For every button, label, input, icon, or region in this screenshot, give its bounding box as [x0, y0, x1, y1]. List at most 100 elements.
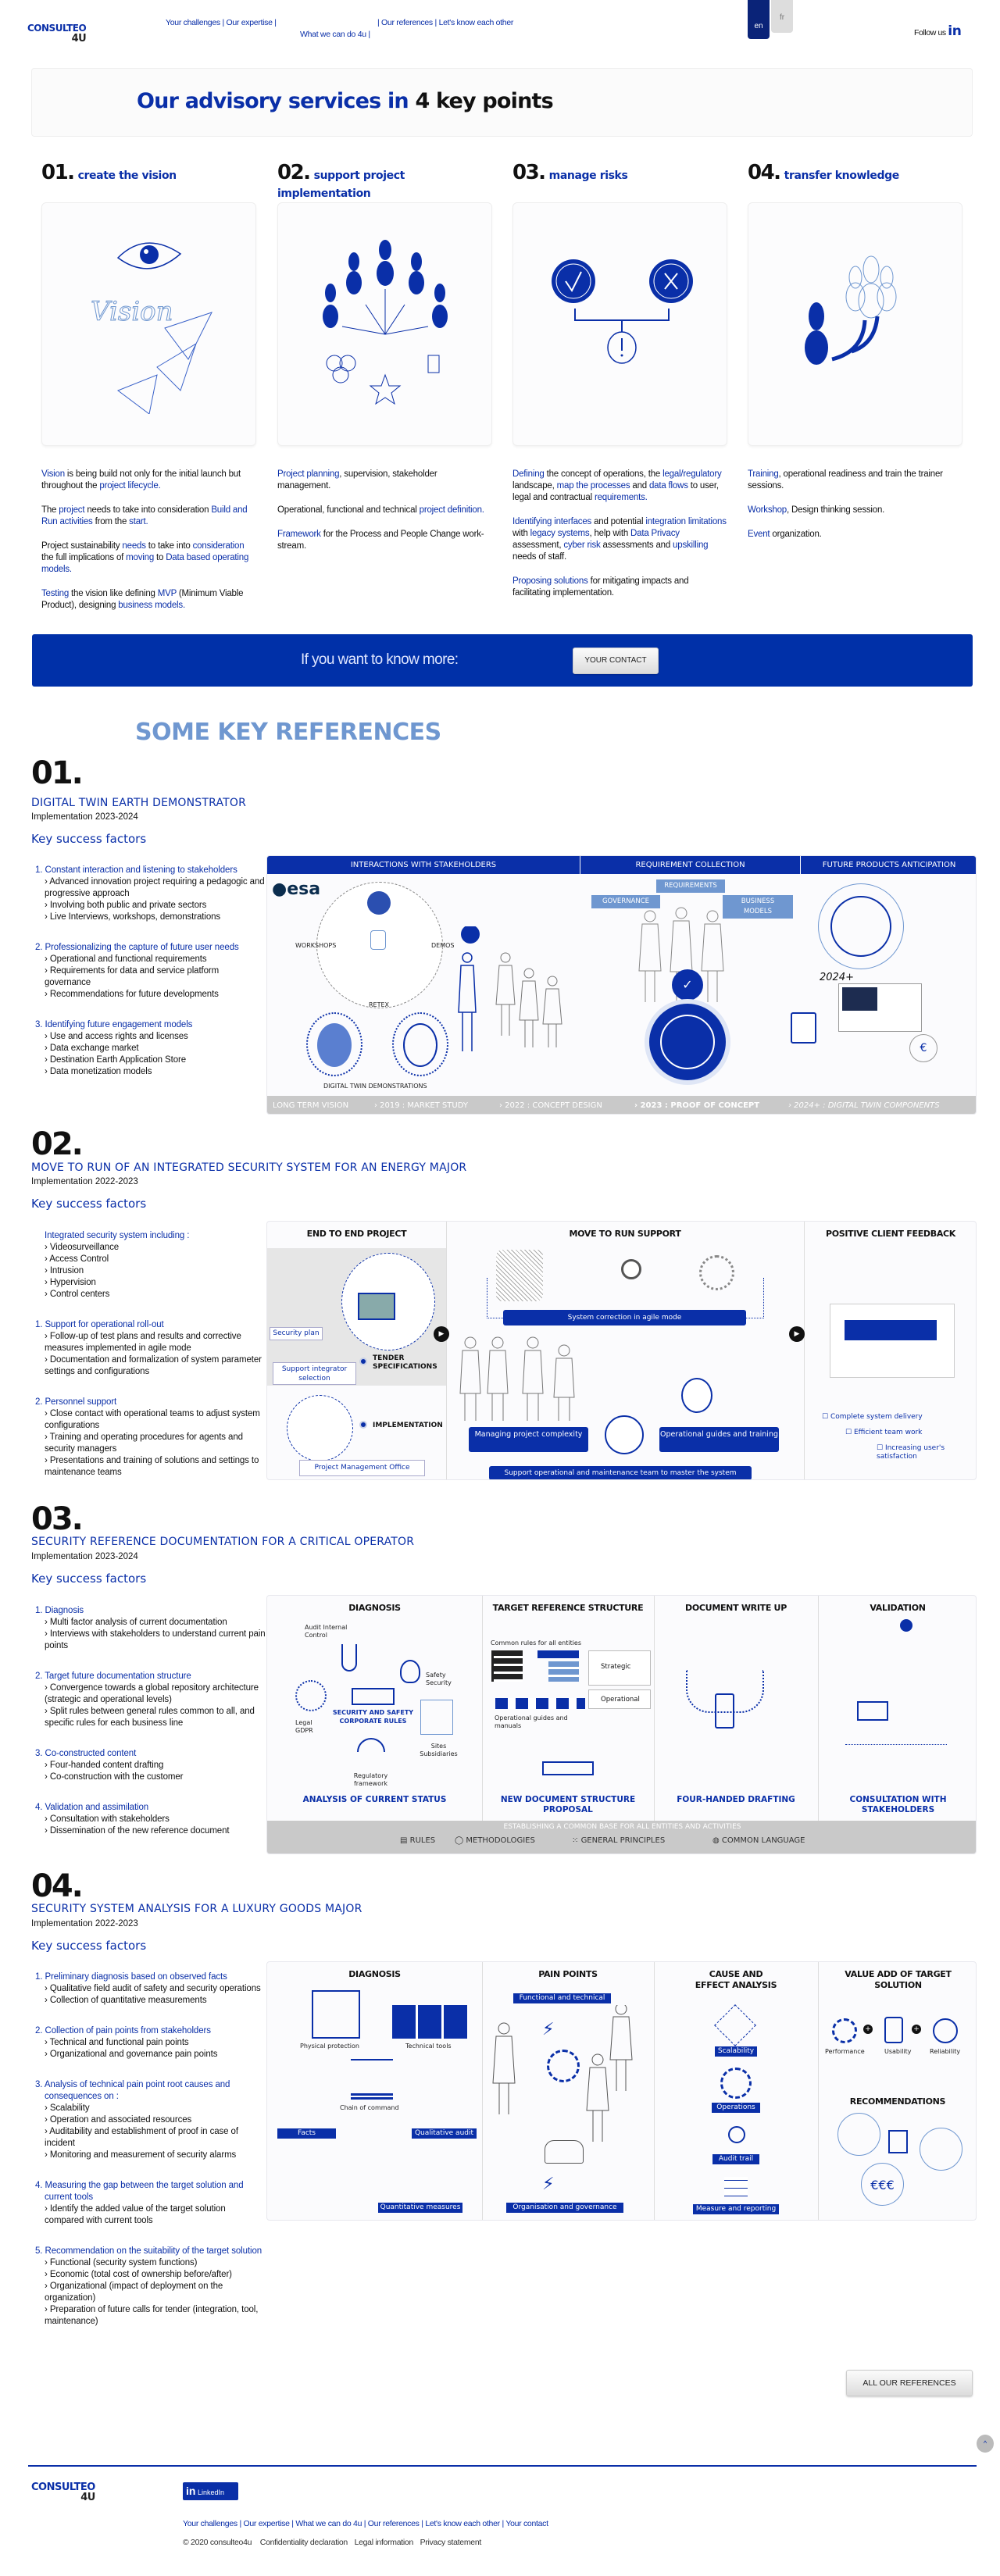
- reference-title: SECURITY SYSTEM ANALYSIS FOR A LUXURY GO…: [31, 1903, 362, 1915]
- follow-us[interactable]: Follow us in: [914, 23, 962, 39]
- band-item-methodologies: ◯ METHODOLOGIES: [455, 1836, 535, 1845]
- success-factor-item: 3. Co-constructed content› Four-handed c…: [35, 1748, 266, 1783]
- result-analysis: ANALYSIS OF CURRENT STATUS: [302, 1795, 447, 1804]
- key-point-title: create the vision: [77, 169, 177, 182]
- success-factor-title: 3. Identifying future engagement models: [35, 1020, 193, 1029]
- highlight-term: Event: [748, 530, 770, 539]
- key-point-title: manage risks: [548, 169, 628, 182]
- nav-your-challenges[interactable]: Your challenges: [166, 18, 220, 27]
- footer-link[interactable]: What we can do 4u: [295, 2519, 362, 2528]
- reference-implementation: Implementation 2023-2024: [31, 1552, 138, 1561]
- knowledge-card: [748, 202, 962, 446]
- header-validation: VALIDATION: [870, 1603, 926, 1613]
- key-point-text: Vision is being build not only for the i…: [41, 469, 256, 624]
- pain-points-people-icon: [492, 2005, 633, 2142]
- band-title: ESTABLISHING A COMMON BASE FOR ALL ENTIT…: [503, 1823, 741, 1831]
- label-physical: Physical protection: [300, 2043, 359, 2050]
- success-factor-item: 1. Preliminary diagnosis based on observ…: [35, 1971, 266, 2007]
- band-item-rules: ▤ RULES: [400, 1836, 436, 1845]
- all-references-button[interactable]: ALL OUR REFERENCES: [846, 2370, 973, 2396]
- label-year: 2024+: [820, 972, 854, 983]
- header-logo[interactable]: CONSULTEO 4U: [27, 23, 87, 45]
- magnifier-icon: [728, 2126, 745, 2143]
- globe-icon: [367, 891, 391, 915]
- footer-nav: Your challenges | Our expertise | What w…: [183, 2519, 548, 2528]
- success-factor-item: 3. Identifying future engagement models ›…: [35, 1019, 266, 1078]
- footer-link[interactable]: Your contact: [505, 2519, 548, 2528]
- nav-lets-know-each-other[interactable]: Let's know each other: [438, 18, 514, 27]
- stethoscope-icon: [341, 1644, 357, 1672]
- linkedin-icon[interactable]: in: [948, 23, 962, 39]
- success-factor-bullet: › Involving both public and private sect…: [45, 901, 207, 910]
- footer-link[interactable]: Our references: [367, 2519, 420, 2528]
- header-interactions: INTERACTIONS WITH STAKEHOLDERS: [267, 856, 580, 874]
- success-factor-bullet: › Operation and associated resources: [45, 2115, 192, 2125]
- label-pmo: Project Management Office: [299, 1460, 425, 1476]
- key-point-paragraph: Defining the concept of operations, the …: [512, 469, 727, 504]
- success-factors-list: 1. Diagnosis› Multi factor analysis of c…: [35, 1605, 266, 1856]
- your-contact-button[interactable]: YOUR CONTACT: [573, 648, 659, 674]
- success-factors-list: Integrated security system including :› …: [35, 1230, 266, 1497]
- privacy-link[interactable]: Privacy statement: [420, 2538, 482, 2547]
- nav-what-we-can-do[interactable]: What we can do 4u: [300, 30, 366, 39]
- label-retex: RETEX: [369, 1001, 390, 1008]
- success-factor-bullet: › Functional (security system functions): [45, 2258, 198, 2267]
- footer-logo[interactable]: CONSULTEO 4U: [31, 2482, 95, 2503]
- plus-icon: +: [863, 2025, 873, 2034]
- common-base-band: ESTABLISHING A COMMON BASE FOR ALL ENTIT…: [267, 1821, 976, 1854]
- lang-en[interactable]: en: [748, 0, 770, 39]
- success-factor-bullet: › Data exchange market: [45, 1044, 139, 1053]
- highlight-term: Framework: [277, 530, 321, 539]
- highlight-term: legacy systems: [530, 529, 590, 538]
- text-segment: and: [630, 481, 649, 491]
- earth-circle: [306, 1012, 362, 1076]
- nav-our-references[interactable]: Our references: [381, 18, 433, 27]
- key-point-paragraph: Testing the vision like defining MVP (Mi…: [41, 588, 256, 612]
- highlight-term: consideration: [192, 541, 245, 551]
- success-factor-bullet: › Consultation with stakeholders: [45, 1814, 170, 1824]
- guide-book-icon: [681, 1378, 712, 1413]
- facts-donut: [337, 2125, 412, 2200]
- highlight-term: Defining: [512, 469, 545, 479]
- highlight-term: start.: [129, 517, 148, 526]
- scroll-top-button[interactable]: ^: [977, 2435, 994, 2453]
- highlight-term: requirements.: [594, 493, 648, 502]
- rec-people-circle: [920, 2128, 962, 2171]
- footer-link[interactable]: Let's know each other: [425, 2519, 500, 2528]
- target-circles: [818, 883, 904, 969]
- new-structure-icon: [542, 1761, 594, 1775]
- highlight-term: Data based operating models.: [41, 553, 249, 574]
- footer-link[interactable]: Your challenges: [183, 2519, 238, 2528]
- key-point-paragraph: Identifying interfaces and potential int…: [512, 516, 727, 563]
- lang-fr[interactable]: fr: [771, 0, 793, 33]
- key-point-paragraph: Workshop, Design thinking session.: [748, 505, 962, 516]
- success-factor-bullet: › Collection of quantitative measurement…: [45, 1996, 207, 2005]
- key-point-paragraph: Project sustainability needs to take int…: [41, 541, 256, 576]
- success-factor-item: 2. Target future documentation structure…: [35, 1671, 266, 1729]
- key-success-factors-heading: Key success factors: [31, 832, 147, 846]
- operational-blocks: [495, 1698, 585, 1709]
- structure-bar: [538, 1650, 579, 1658]
- play-icon: ▶: [434, 1326, 449, 1342]
- text-segment: , Design thinking session.: [786, 505, 885, 515]
- key-point-paragraph: Operational, functional and technical pr…: [277, 505, 492, 516]
- linkedin-button[interactable]: in LinkedIn: [183, 2482, 238, 2500]
- header-future: FUTURE PRODUCTS ANTICIPATION: [801, 856, 976, 874]
- legal-information-link[interactable]: Legal information: [354, 2538, 414, 2547]
- label-tender: TENDER SPECIFICATIONS: [373, 1354, 438, 1371]
- confidentiality-link[interactable]: Confidentiality declaration: [259, 2538, 348, 2547]
- value-item: Usability: [884, 2048, 912, 2055]
- gear-icon: [547, 2050, 580, 2082]
- svg-text:Vision: Vision: [91, 296, 173, 327]
- label-chain: Chain of command: [340, 2104, 399, 2111]
- highlight-term: project: [59, 505, 85, 515]
- nav-our-expertise[interactable]: Our expertise: [226, 18, 273, 27]
- key-point-text: Project planning, supervision, stakehold…: [277, 469, 492, 565]
- maze-icon: [496, 1250, 543, 1301]
- key-success-factors-heading: Key success factors: [31, 1939, 147, 1953]
- key-point-title: transfer knowledge: [784, 169, 900, 182]
- success-factor-title: 2. Personnel support: [35, 1397, 117, 1407]
- text-segment: the vision like defining: [69, 589, 158, 598]
- band-item-principles: ⁙ GENERAL PRINCIPLES: [572, 1836, 666, 1845]
- footer-link[interactable]: Our expertise: [243, 2519, 290, 2528]
